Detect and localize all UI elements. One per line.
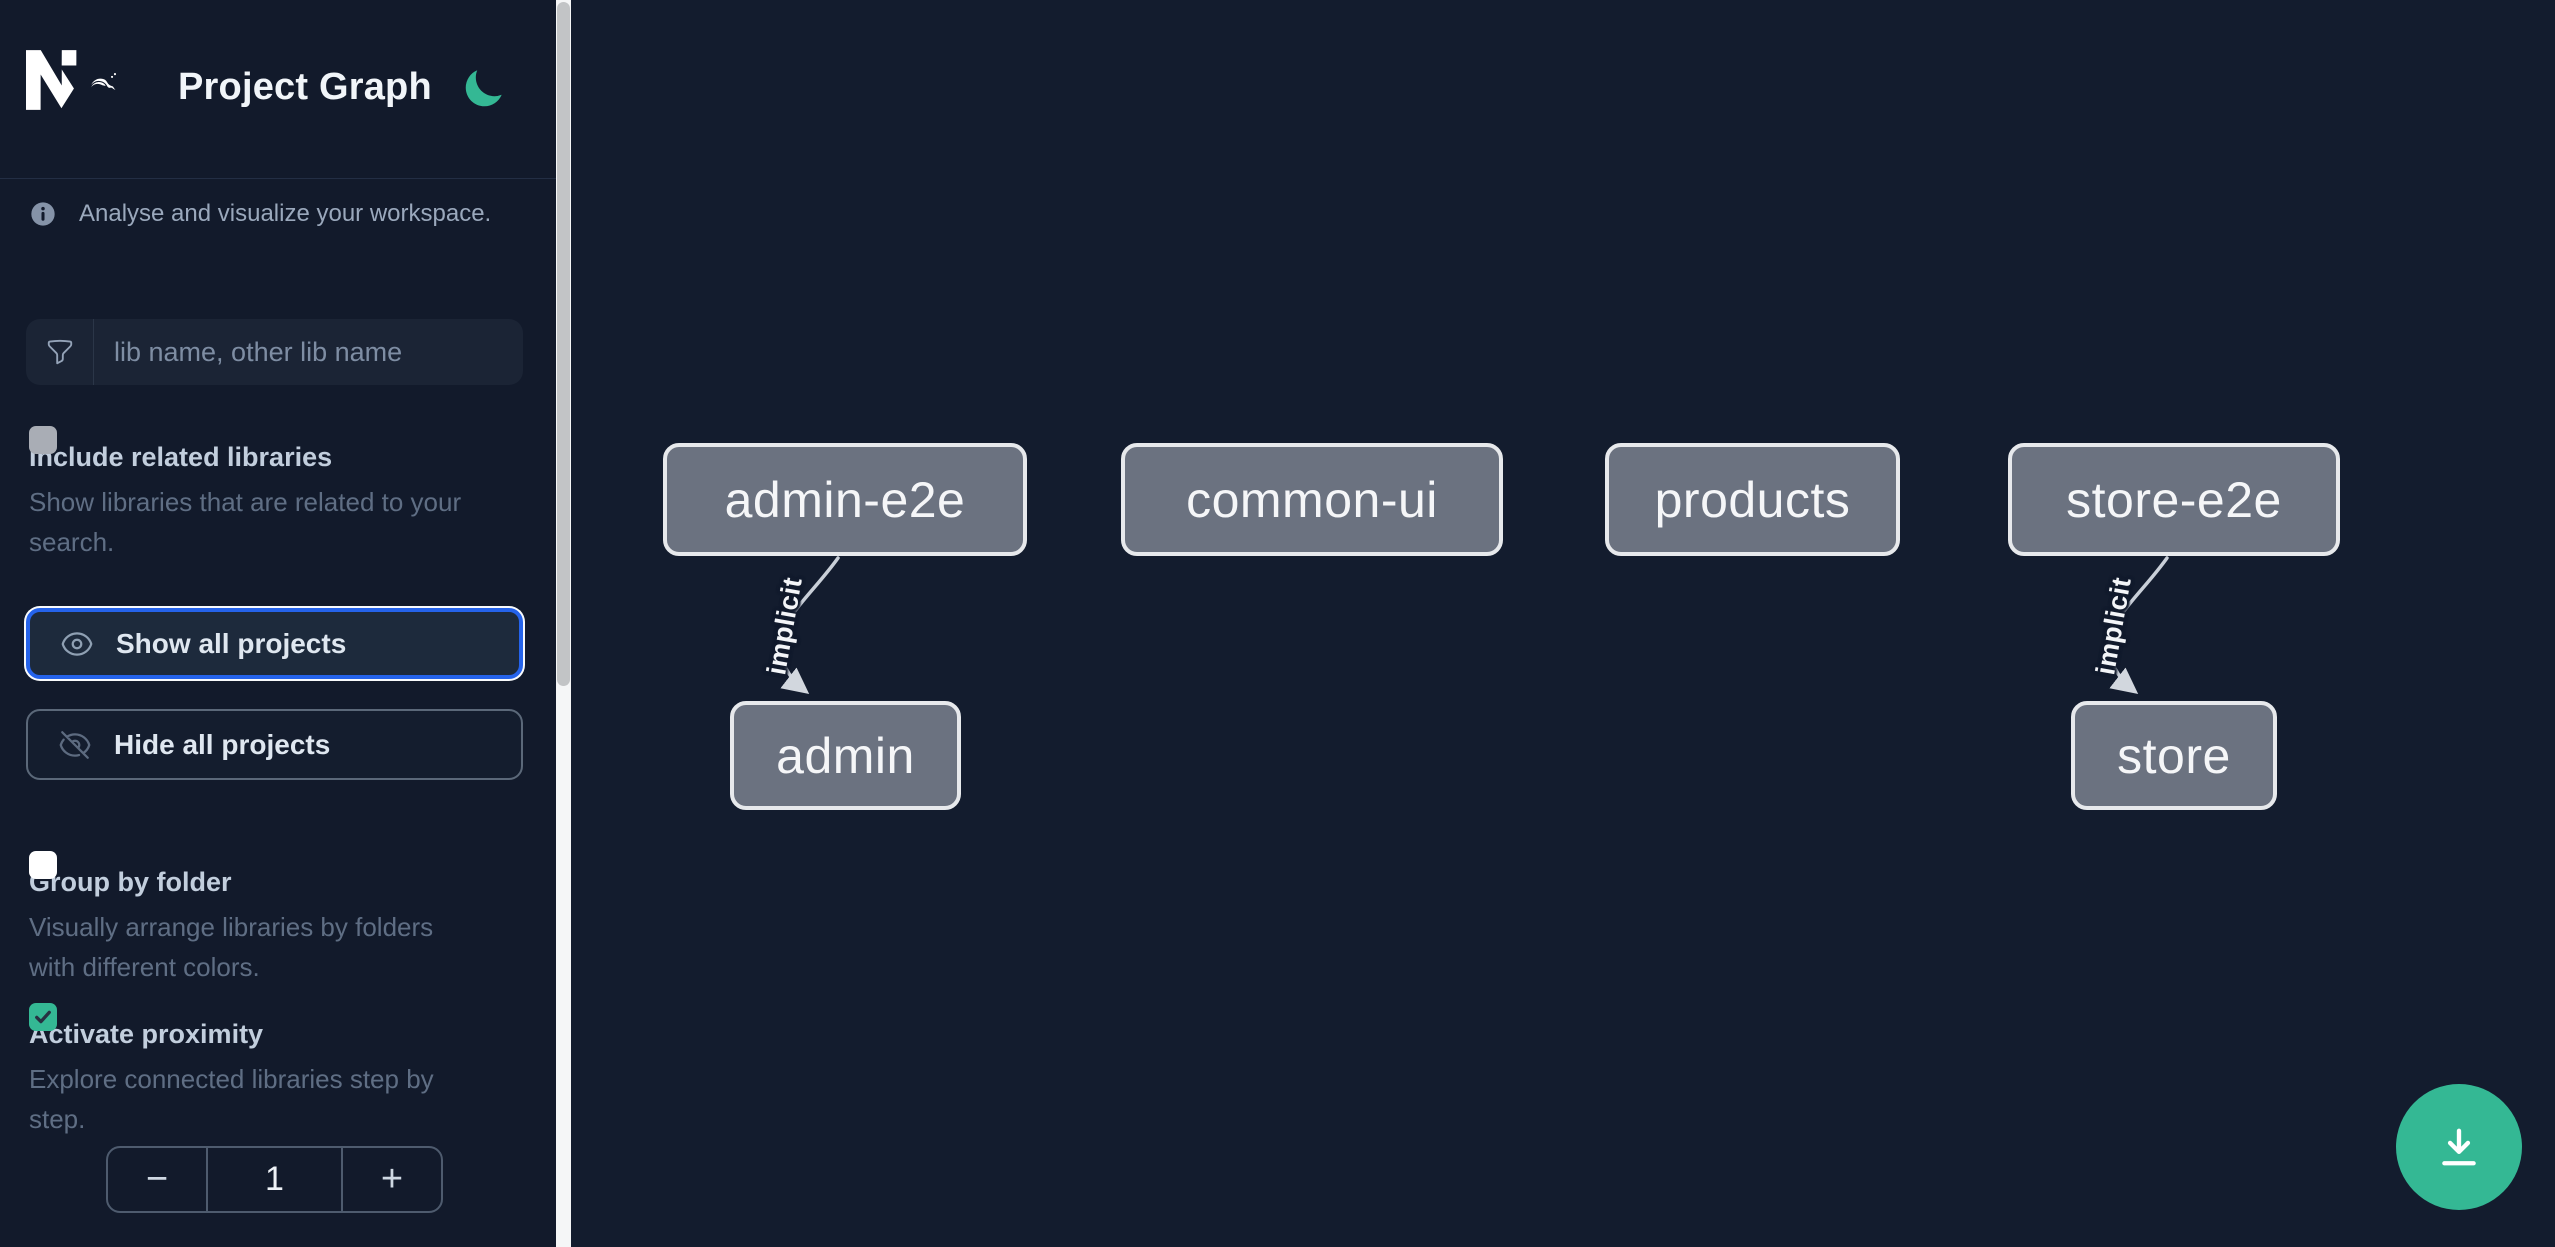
group-by-folder-description: Visually arrange libraries by folders wi…	[29, 912, 434, 982]
toggle-include-related-libraries: Include related libraries Show libraries…	[29, 424, 526, 562]
filter-input-group	[26, 319, 523, 385]
hide-all-projects-label: Hide all projects	[114, 728, 331, 760]
project-graph-canvas[interactable]: implicit implicit admin-e2e common-ui pr…	[571, 0, 2555, 1247]
download-icon	[2442, 1128, 2476, 1166]
proximity-depth-value: 1	[206, 1148, 343, 1211]
group-by-folder-label[interactable]: Group by folder	[29, 867, 232, 897]
group-by-folder-checkbox[interactable]	[29, 851, 57, 879]
edge-store-e2e-to-store	[2107, 556, 2169, 695]
show-all-projects-label: Show all projects	[116, 627, 347, 659]
decrement-button[interactable]: −	[108, 1148, 206, 1211]
activate-proximity-description: Explore connected libraries step by step…	[29, 1064, 434, 1134]
sidebar-scrollbar-track[interactable]	[556, 0, 571, 1247]
project-node-products[interactable]: products	[1605, 443, 1900, 556]
hide-all-projects-button[interactable]: Hide all projects	[26, 709, 523, 780]
eye-slash-icon	[59, 730, 91, 759]
app-header: Project Graph	[0, 0, 556, 179]
toggle-group-by-folder: Group by folder Visually arrange librari…	[29, 849, 526, 987]
project-node-store-e2e[interactable]: store-e2e	[2008, 443, 2340, 556]
funnel-icon	[26, 319, 94, 385]
workspace-tagline-row: Analyse and visualize your workspace.	[29, 200, 491, 228]
include-related-libraries-description: Show libraries that are related to your …	[29, 487, 462, 557]
toggle-activate-proximity: Activate proximity Explore connected lib…	[29, 1001, 526, 1139]
project-node-store[interactable]: store	[2071, 701, 2277, 810]
increment-button[interactable]: +	[343, 1148, 441, 1211]
moon-icon	[465, 70, 502, 107]
filter-input[interactable]	[94, 319, 523, 385]
project-node-common-ui[interactable]: common-ui	[1121, 443, 1503, 556]
activate-proximity-label[interactable]: Activate proximity	[29, 1019, 264, 1049]
nx-logo	[26, 50, 117, 110]
info-icon	[31, 202, 55, 226]
eye-icon	[61, 631, 93, 656]
proximity-depth-stepper: − 1 +	[106, 1146, 443, 1213]
edge-admin-e2e-to-admin	[778, 556, 840, 695]
workspace-tagline: Analyse and visualize your workspace.	[79, 200, 492, 227]
download-graph-button[interactable]	[2396, 1084, 2522, 1210]
activate-proximity-checkbox[interactable]	[29, 1003, 57, 1031]
project-node-admin[interactable]: admin	[730, 701, 961, 810]
checkmark-icon	[35, 1010, 51, 1024]
include-related-libraries-label[interactable]: Include related libraries	[29, 442, 333, 472]
sidebar: Project Graph Analyse and visualize your…	[0, 0, 571, 1247]
project-node-admin-e2e[interactable]: admin-e2e	[663, 443, 1027, 556]
show-all-projects-button[interactable]: Show all projects	[26, 608, 523, 679]
page-title: Project Graph	[178, 66, 432, 108]
dependency-edges	[778, 556, 2169, 695]
include-related-libraries-checkbox[interactable]	[29, 426, 57, 454]
sidebar-scrollbar-thumb[interactable]	[557, 2, 570, 686]
theme-toggle-button[interactable]	[460, 66, 506, 112]
